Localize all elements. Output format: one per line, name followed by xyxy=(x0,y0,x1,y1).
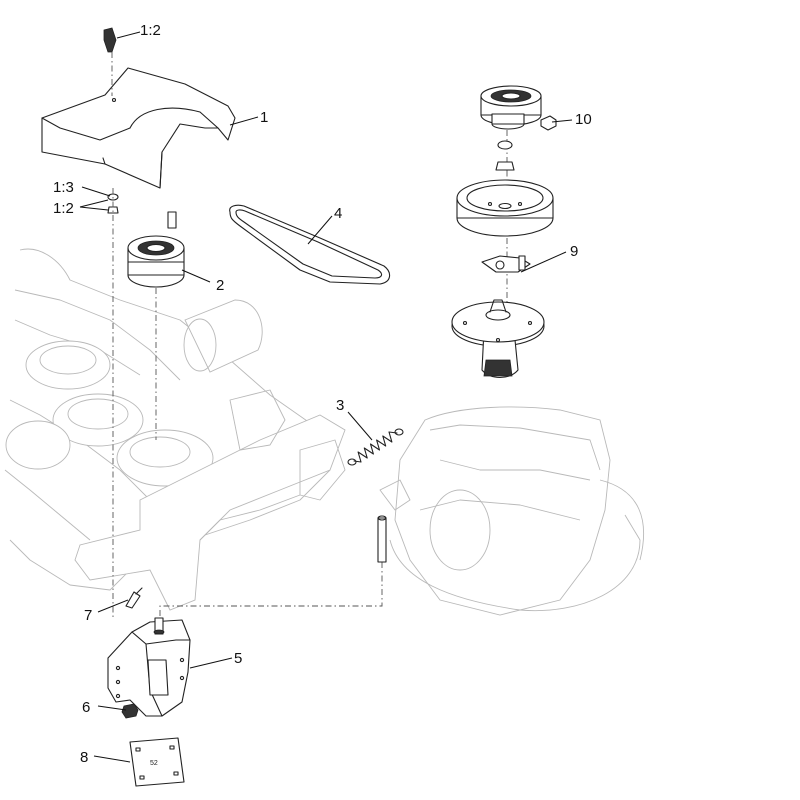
mower-deck-background xyxy=(4,248,644,616)
callout-7: 7 xyxy=(84,607,92,624)
callout-2: 2 xyxy=(216,277,224,294)
callout-1-3: 1:3 xyxy=(53,179,74,196)
spindle-stack xyxy=(451,130,554,379)
leader-lines xyxy=(79,31,573,763)
callout-9: 9 xyxy=(570,243,578,260)
callout-5: 5 xyxy=(234,650,242,667)
callout-1-2-mid: 1:2 xyxy=(53,200,74,217)
callout-labels: 1:2 1 1:3 1:2 2 4 3 10 9 5 6 7 8 xyxy=(53,22,592,766)
drive-belt xyxy=(229,204,391,285)
mount-bracket xyxy=(107,617,191,717)
decal: 52 xyxy=(129,737,185,787)
nut xyxy=(540,115,557,131)
callout-6: 6 xyxy=(82,699,90,716)
decal-label: 52 xyxy=(150,760,158,767)
callout-4: 4 xyxy=(334,205,342,222)
callout-3: 3 xyxy=(336,397,344,414)
callout-10: 10 xyxy=(575,111,592,128)
extension-spring xyxy=(347,428,404,466)
cover-knob xyxy=(103,27,117,53)
spring-hook-left xyxy=(347,458,357,466)
idler-pulley xyxy=(127,211,185,288)
spring-hook-right xyxy=(394,428,404,436)
callout-8: 8 xyxy=(80,749,88,766)
clutch-pulley xyxy=(480,85,542,130)
flange-nut xyxy=(121,703,139,719)
spring-coil xyxy=(353,431,398,463)
hairpin-clip xyxy=(125,587,143,609)
callout-1: 1 xyxy=(260,109,268,126)
belt-cover xyxy=(41,67,236,189)
callout-1-2-top: 1:2 xyxy=(140,22,161,39)
pivot-pin xyxy=(377,515,387,563)
